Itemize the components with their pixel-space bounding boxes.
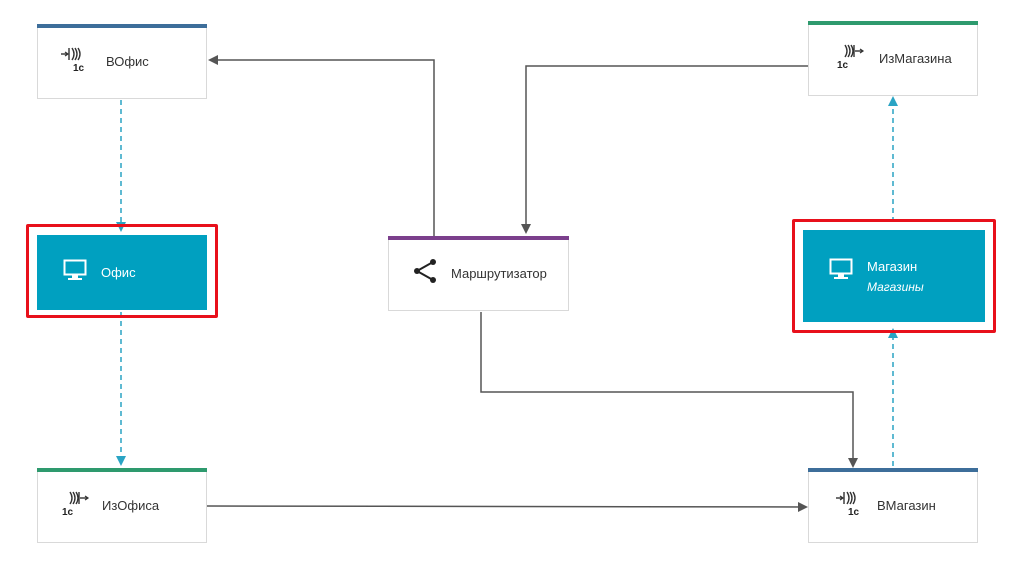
1c-queue-out-icon: 1с: [60, 490, 90, 521]
router-icon: [413, 257, 439, 290]
node-bar: [808, 21, 978, 25]
node-label: ИзМагазина: [879, 51, 952, 66]
edge-izofisa-to-vmagazin: [206, 501, 808, 512]
monitor-icon: [63, 259, 87, 286]
node-vmagazin[interactable]: 1с ВМагазин: [808, 468, 978, 543]
node-bar: [388, 236, 569, 240]
monitor-icon: [829, 258, 853, 285]
node-label: Офис: [101, 265, 136, 280]
svg-text:1с: 1с: [62, 507, 74, 516]
edge-router-to-vofis: [208, 55, 435, 236]
edge-router-to-vmagazin: [480, 312, 858, 468]
node-label: ВОфис: [106, 54, 149, 69]
node-sublabel: Магазины: [867, 280, 924, 294]
svg-text:1с: 1с: [848, 507, 860, 516]
node-bar: [37, 24, 207, 28]
node-label: ИзОфиса: [102, 498, 160, 513]
node-bar: [808, 468, 978, 472]
node-vofis[interactable]: 1с ВОфис: [37, 24, 207, 99]
node-text-group: Магазин Магазины: [867, 258, 924, 294]
node-label: Магазин: [867, 259, 918, 274]
1c-queue-in-icon: 1с: [60, 46, 90, 77]
node-izmagazina[interactable]: 1с ИзМагазина: [808, 21, 978, 96]
node-magazin[interactable]: Магазин Магазины: [803, 230, 985, 322]
node-ofis[interactable]: Офис: [37, 235, 207, 310]
1c-queue-in-icon: 1с: [835, 490, 865, 521]
svg-text:1с: 1с: [837, 60, 849, 69]
node-label: ВМагазин: [877, 498, 936, 513]
node-router[interactable]: Маршрутизатор: [388, 236, 569, 311]
node-label: Маршрутизатор: [451, 266, 547, 281]
node-izofisa[interactable]: 1с ИзОфиса: [37, 468, 207, 543]
svg-text:1с: 1с: [73, 63, 85, 72]
edge-izmagazina-to-router: [521, 65, 808, 234]
node-bar: [37, 468, 207, 472]
1c-queue-out-icon: 1с: [835, 43, 865, 74]
